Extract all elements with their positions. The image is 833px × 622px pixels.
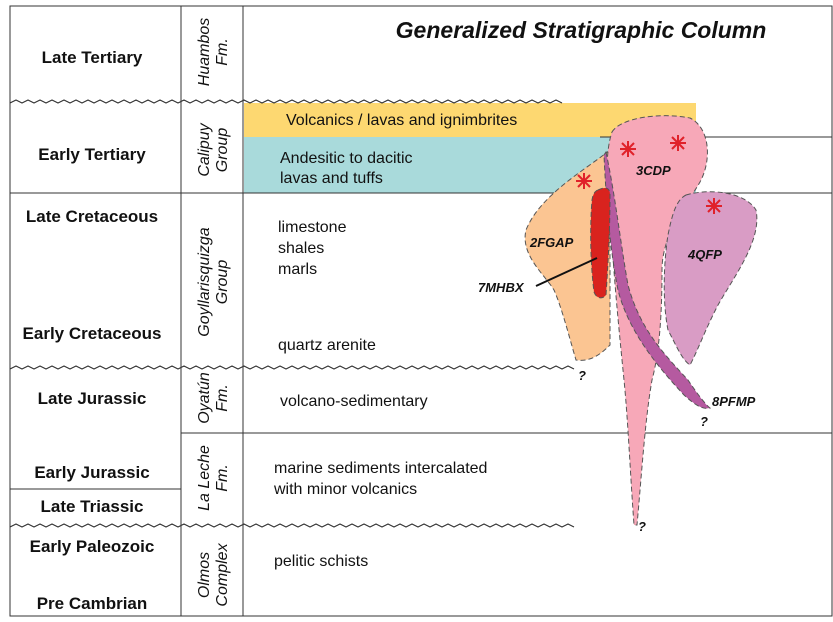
- mineralization-icon: [706, 198, 722, 214]
- age-late-tertiary: Late Tertiary: [42, 48, 143, 67]
- formation-oyatun: Oyatún Fm.: [196, 372, 231, 424]
- formation-olmos: Olmos Complex: [196, 542, 231, 606]
- intrusion-mhbx-label: 7MHBX: [478, 280, 525, 295]
- svg-text:Oyatún: Oyatún: [196, 372, 213, 424]
- svg-text:Group: Group: [214, 260, 231, 305]
- intrusion-cdp-label: 3CDP: [636, 163, 671, 178]
- lith-limestone: limestone: [278, 219, 347, 236]
- svg-text:La Leche: La Leche: [196, 445, 213, 511]
- lith-quartz-arenite: quartz arenite: [278, 337, 376, 354]
- lith-andesitic-2: lavas and tuffs: [280, 170, 383, 187]
- formation-goyllarisquizga: Goyllarisquizga Group: [196, 227, 231, 336]
- lith-shales: shales: [278, 240, 324, 257]
- intrusion-pfmp-label: 8PFMP: [712, 394, 756, 409]
- lith-marine-1: marine sediments intercalated: [274, 460, 487, 477]
- svg-text:Goyllarisquizga: Goyllarisquizga: [196, 227, 213, 336]
- svg-text:Complex: Complex: [214, 542, 231, 606]
- mineralization-icon: [620, 141, 636, 157]
- unknown-mark-pfmp: ?: [700, 414, 708, 429]
- age-early-paleozoic: Early Paleozoic: [30, 537, 155, 556]
- svg-text:Fm.: Fm.: [214, 384, 231, 412]
- age-early-tertiary: Early Tertiary: [38, 145, 146, 164]
- lith-volcano-sedimentary: volcano-sedimentary: [280, 393, 428, 410]
- unknown-mark-fgap: ?: [578, 368, 586, 383]
- unconformity-3: [10, 524, 574, 527]
- age-late-cretaceous: Late Cretaceous: [26, 207, 158, 226]
- svg-text:Group: Group: [214, 128, 231, 173]
- age-early-cretaceous: Early Cretaceous: [23, 324, 162, 343]
- intrusion-qfp-label: 4QFP: [687, 247, 722, 262]
- age-pre-cambrian: Pre Cambrian: [37, 594, 148, 613]
- lith-volcanics: Volcanics / lavas and ignimbrites: [286, 112, 517, 129]
- svg-text:Fm.: Fm.: [214, 464, 231, 492]
- unconformity-1: [10, 100, 562, 103]
- age-late-triassic: Late Triassic: [40, 497, 143, 516]
- intrusion-fgap-label: 2FGAP: [529, 235, 574, 250]
- lith-andesitic-1: Andesitic to dacitic: [280, 150, 413, 167]
- age-late-jurassic: Late Jurassic: [38, 389, 147, 408]
- age-early-jurassic: Early Jurassic: [34, 463, 149, 482]
- mineralization-icon: [670, 135, 686, 151]
- formation-la-leche: La Leche Fm.: [196, 445, 231, 511]
- formation-calipuy: Calipuy Group: [196, 122, 231, 176]
- unconformity-2: [10, 366, 574, 369]
- mineralization-icon: [576, 173, 592, 189]
- intrusion-qfp-shape: [664, 192, 757, 365]
- lith-marls: marls: [278, 261, 317, 278]
- svg-text:Calipuy: Calipuy: [196, 122, 213, 176]
- formation-huambos: Huambos Fm.: [196, 18, 231, 86]
- svg-text:Fm.: Fm.: [214, 38, 231, 66]
- lith-pelitic-schists: pelitic schists: [274, 553, 368, 570]
- svg-text:Olmos: Olmos: [196, 552, 213, 598]
- lith-marine-2: with minor volcanics: [273, 481, 417, 498]
- diagram-title: Generalized Stratigraphic Column: [396, 17, 767, 43]
- unknown-mark-cdp: ?: [638, 519, 646, 534]
- svg-text:Huambos: Huambos: [196, 18, 213, 86]
